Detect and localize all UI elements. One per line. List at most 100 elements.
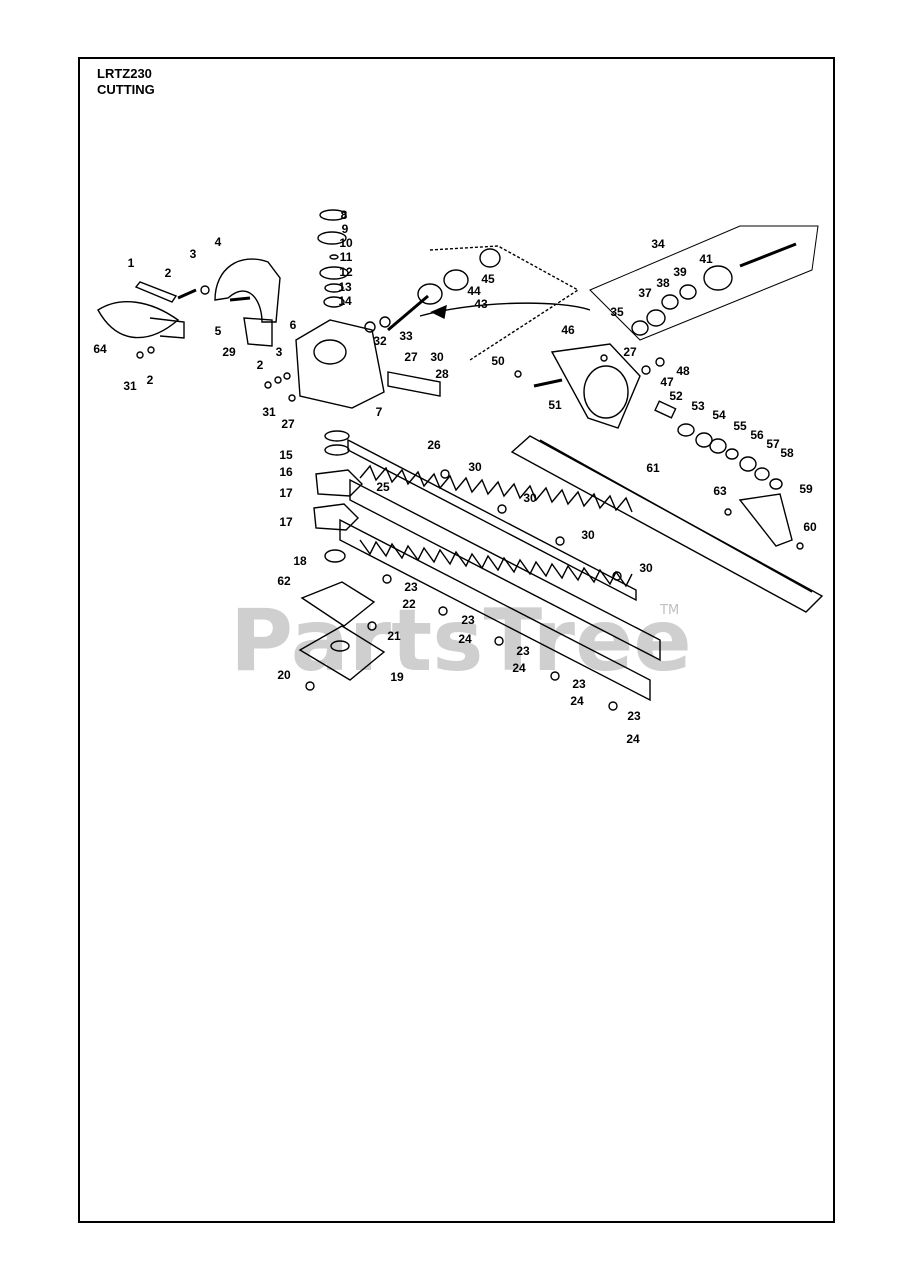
callout-c10: 10 [339,236,353,250]
diagram-frame [78,57,835,1223]
callout-c63: 63 [713,484,727,498]
model-number: LRTZ230 [97,66,152,81]
callout-c16: 16 [279,465,293,479]
callout-c14: 14 [338,294,352,308]
callout-c23a: 23 [404,580,418,594]
support-bar-26 [347,438,637,602]
lower-blade [339,518,651,702]
callout-c31b: 31 [262,405,276,419]
nut-30b [440,469,450,479]
watermark-text: PartsTree [230,591,692,691]
callout-c64: 64 [93,342,107,356]
nut-31a [136,351,144,359]
screw-27c [600,354,608,362]
callout-c17a: 17 [279,486,293,500]
nut-31b [264,381,272,389]
screw-63 [724,508,732,516]
callout-c44: 44 [467,284,481,298]
callout-c30c: 30 [523,491,537,505]
callout-c7: 7 [376,405,383,419]
callout-c35: 35 [610,305,624,319]
gear-case-bore [313,339,347,365]
callout-c2b: 2 [147,373,154,387]
screw-27a [288,394,296,402]
callout-c19: 19 [390,670,404,684]
nut-30e [612,571,622,581]
callout-c8: 8 [341,208,348,222]
callout-c30a: 30 [430,350,444,364]
callout-c20: 20 [277,668,291,682]
callout-c48: 48 [676,364,690,378]
gear-case-46-bore [583,365,629,419]
seal-57 [754,467,770,481]
seal-32 [364,321,376,333]
callout-c5: 5 [215,324,222,338]
washer-3 [200,285,210,295]
callout-c24d: 24 [626,732,640,746]
bearing-43 [417,283,443,305]
clip-55 [725,448,739,460]
callout-c2c: 2 [257,358,264,372]
cap-8 [319,209,347,221]
pin-52 [654,400,677,419]
callout-c2a: 2 [165,266,172,280]
washer-23a [382,574,392,584]
gasket-62 [300,581,376,627]
callout-c59: 59 [799,482,813,496]
bearing-14 [323,296,345,308]
washer-38 [661,294,679,310]
watermark-trademark: TM [659,603,679,618]
callout-c4: 4 [215,235,222,249]
nut-48 [655,357,665,367]
plate-28 [387,371,441,397]
bearing-45 [479,248,501,268]
connecting-rod-17b [313,503,359,531]
callout-c47: 47 [660,375,674,389]
callout-c6: 6 [290,318,297,332]
clip-11 [329,254,339,260]
callout-c50: 50 [491,354,505,368]
ring-13 [324,283,344,293]
callout-c37: 37 [638,286,652,300]
callout-c12: 12 [339,265,353,279]
upper-blade [349,478,661,662]
callout-c33: 33 [399,329,413,343]
callout-c23d: 23 [572,677,586,691]
washer-3b [283,372,291,380]
callout-c57: 57 [766,437,780,451]
blade-cover [510,435,824,613]
callout-c60: 60 [803,520,817,534]
connecting-rod-17a [315,469,363,497]
screw-20 [305,681,315,691]
clip-33 [379,316,391,328]
bolt-5 [229,296,251,302]
bracket-29 [243,317,273,347]
bottom-plate-bore [330,640,350,652]
callout-c52: 52 [669,389,683,403]
callout-c11: 11 [340,250,353,264]
callout-c13: 13 [338,280,352,294]
gear-35 [631,320,649,336]
part-drawings [97,209,824,711]
gear-case [295,319,385,409]
bolt-51 [533,378,563,388]
gear-case-46 [550,343,641,429]
callout-c18: 18 [293,554,307,568]
spacer-18 [324,549,346,563]
callout-c29: 29 [222,345,236,359]
cam-15 [324,430,350,442]
callout-c34: 34 [651,237,665,251]
washer-16 [324,444,350,456]
callout-c26: 26 [427,438,441,452]
callout-c9: 9 [342,222,349,236]
callout-c3a: 3 [190,247,197,261]
bolt-2 [177,288,197,300]
callout-c41: 41 [699,252,713,266]
section-title: CUTTING [97,82,155,97]
washer-2b [147,346,155,354]
callout-c27c: 27 [623,345,637,359]
screw-60 [796,542,804,550]
callout-c25: 25 [376,480,390,494]
callout-c22: 22 [402,597,416,611]
